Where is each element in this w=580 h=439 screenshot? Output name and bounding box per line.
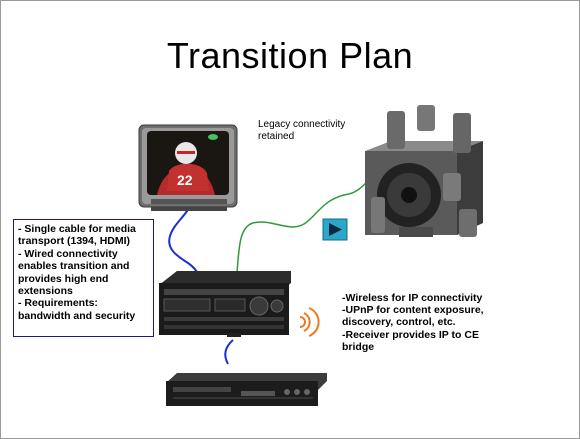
- wired-features-line: bandwidth and security: [18, 309, 136, 322]
- wired-features-box: - Single cable for media transport (1394…: [13, 219, 154, 337]
- wireless-features-line: -Receiver provides IP to CE: [342, 328, 479, 341]
- wireless-features-line: -Wireless for IP connectivity: [342, 292, 483, 304]
- wired-features-line: - Wired connectivity: [18, 247, 118, 260]
- wired-features-line: enables transition and: [18, 260, 130, 273]
- wireless-features-line: bridge: [342, 340, 375, 353]
- play-icon: [322, 218, 348, 241]
- wireless-features-text: -Wireless for IP connectivity -UPnP for …: [342, 292, 542, 353]
- legacy-note-line: retained: [258, 131, 295, 142]
- speakers-icon: [365, 105, 483, 237]
- receiver-icon: [159, 271, 291, 337]
- svg-text:22: 22: [177, 172, 193, 188]
- wireless-features-line: -UPnP for content exposure,: [342, 304, 484, 317]
- legacy-note-line: Legacy connectivity: [258, 119, 346, 130]
- wire-tv-to-receiver: [168, 203, 200, 280]
- wired-features-line: extensions: [18, 285, 73, 298]
- wired-features-line: - Requirements:: [18, 297, 98, 310]
- wired-features-line: - Single cable for media: [18, 223, 136, 235]
- wire-receiver-to-dvd: [224, 339, 234, 365]
- tv-icon: 22: [138, 124, 238, 211]
- wire-receiver-to-speakers: [236, 181, 368, 274]
- dvd-player-icon: [166, 373, 327, 406]
- legacy-connectivity-note: Legacy connectivity retained: [258, 119, 368, 143]
- wireless-features-line: discovery, control, etc.: [342, 316, 456, 329]
- wired-features-line: provides high end: [18, 272, 109, 285]
- slide-title: Transition Plan: [166, 35, 414, 76]
- wireless-signal-icon: [299, 307, 320, 337]
- wired-features-line: transport (1394, HDMI): [18, 235, 131, 248]
